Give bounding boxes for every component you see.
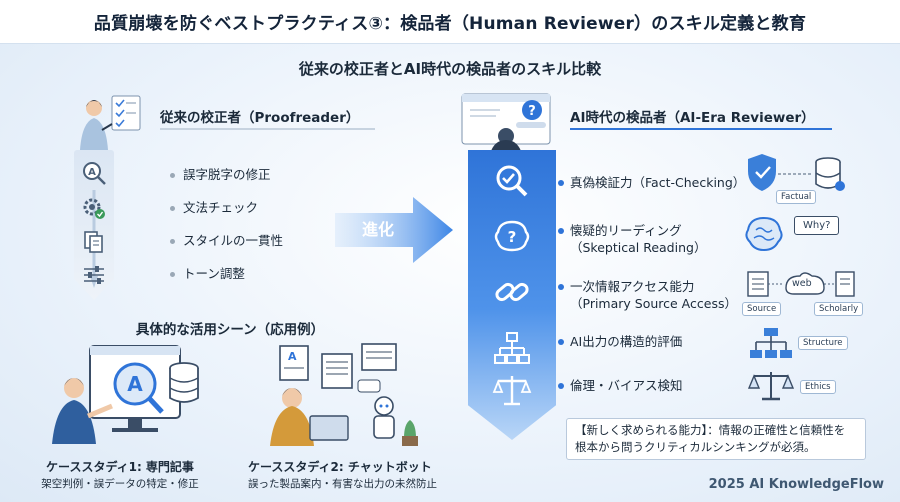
list-item: 文法チェック [170,198,283,231]
note-line-2: 根本から問うクリティカルシンキングが必須。 [575,440,816,454]
chain-link-icon [495,282,529,302]
list-item: 誤字脱字の修正 [170,165,283,198]
hierarchy-icon [494,332,530,364]
skill-ethics-bias-detection: 倫理・バイアス検知 [558,377,683,394]
sliders-icon [84,266,104,284]
svg-text:A: A [127,372,143,396]
evolution-label: 進化 [362,220,395,239]
structure-tree-icon [750,328,792,358]
skill-fact-checking: 真偽検証力（Fact-Checking） [558,174,745,191]
tag-web: web [792,278,812,289]
proofreader-underline [160,128,375,130]
brain-icon [745,216,783,252]
skill-primary-source-access: 一次情報アクセス能力（Primary Source Access） [558,278,737,312]
documents-icon [84,231,103,253]
tag-factual: Factual [776,190,817,204]
tag-source: Source [742,302,782,316]
balance-scale-icon [748,372,794,401]
case-study-1-title: ケーススタディ1: 専門記事 [46,460,194,474]
reviewer-person-icon: ? [461,93,551,154]
page-title: 品質崩壊を防ぐベストプラクティス③：検品者（Human Reviewer）のスキ… [93,14,807,34]
usecase-heading: 具体的な活用シーン（応用例） [135,322,325,338]
tag-scholarly: Scholarly [814,302,864,316]
svg-text:?: ? [528,104,536,119]
footer-credit: 2025 AI KnowledgeFlow [708,477,884,492]
scales-icon [492,376,532,406]
list-item: トーン調整 [170,264,283,297]
title-bar: 品質崩壊を防ぐベストプラクティス③：検品者（Human Reviewer）のスキ… [0,0,900,44]
svg-text:A: A [88,167,96,178]
svg-text:?: ? [508,228,517,246]
case-study-1-desc: 架空判例・誤データの特定・修正 [41,478,199,490]
shield-database-icon [748,154,845,191]
case-study-2-desc: 誤った製品案内・有害な出力の未然防止 [248,478,437,490]
skill-structural-evaluation: AI出力の構造的評価 [558,333,682,350]
source-web-scholarly-icon [747,271,855,297]
case-study-chatbot-illustration: A [270,343,418,446]
tag-why: Why? [794,216,840,235]
reviewer-underline [570,128,832,130]
list-item: スタイルの一貫性 [170,231,283,264]
case-study-article-illustration: A [52,345,199,444]
note-line-1: 【新しく求められる能力】：情報の正確性と信頼性を [575,423,846,437]
tag-structure: Structure [798,336,848,350]
spellcheck-magnifier-icon: A [83,162,106,185]
new-skills-note: 【新しく求められる能力】：情報の正確性と信頼性を 根本から問うクリティカルシンキ… [566,418,866,460]
gear-check-icon [83,198,105,219]
evolution-arrow-icon [335,197,453,263]
proofreader-skill-list: 誤字脱字の修正 文法チェック スタイルの一貫性 トーン調整 [170,165,283,297]
skill-skeptical-reading: 懐疑的リーディング（Skeptical Reading） [558,222,706,256]
tag-ethics: Ethics [800,380,836,394]
reviewer-heading: AI時代の検品者（AI-Era Reviewer） [570,110,815,126]
magnifier-check-icon [496,165,528,197]
proofreader-heading: 従来の校正者（Proofreader） [160,110,360,126]
svg-text:A: A [288,350,297,363]
comparison-subtitle: 従来の校正者とAI時代の検品者のスキル比較 [298,60,602,78]
brain-question-icon: ? [494,220,530,252]
proofreader-person-icon [80,95,141,150]
case-study-2-title: ケーススタディ2: チャットボット [248,460,432,474]
